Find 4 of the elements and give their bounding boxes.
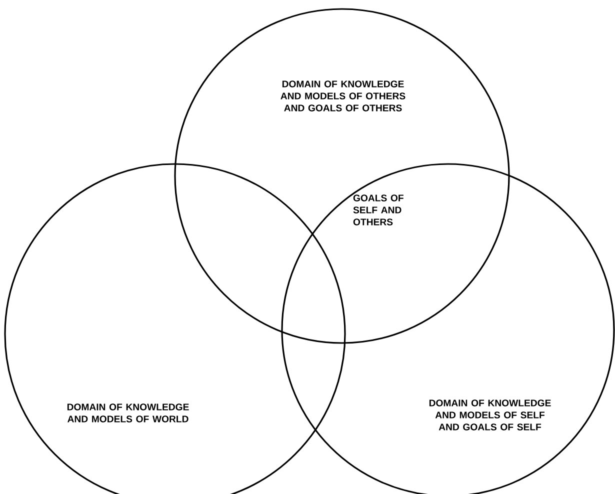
circle-text: DOMAIN OF KNOWLEDGE AND MODELS OF SELF AND GOALS OF SELF — [429, 400, 551, 430]
circle-text: DOMAIN OF KNOWLEDGE AND MODELS OF OTHERS AND GOALS OF OTHERS — [280, 80, 406, 112]
region-label: GOALS OF SELF AND OTHERS — [353, 194, 404, 226]
circle-text: DOMAIN OF KNOWLEDGE AND MODELS OF WORLD — [67, 404, 189, 422]
